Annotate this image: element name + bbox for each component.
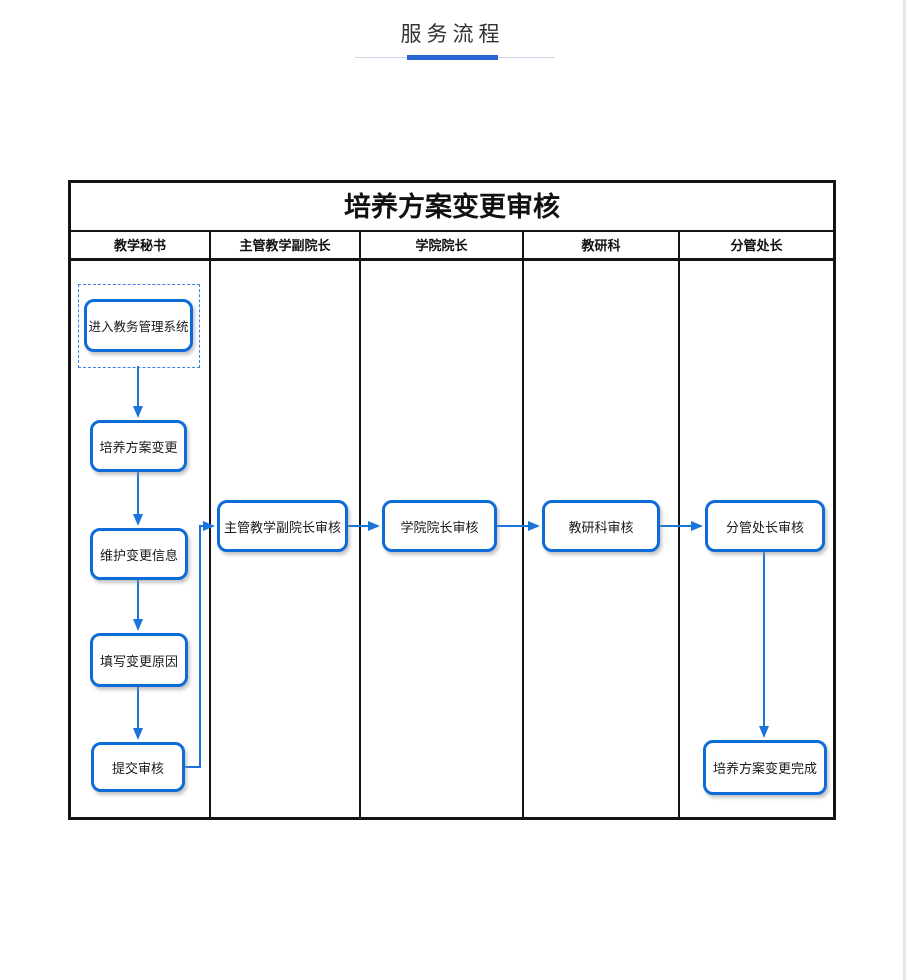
flowchart-pool: 培养方案变更审核 教学秘书 主管教学副院长 学院院长 教研科 分管处长 [68,180,836,820]
lane-header-division-chief: 分管处长 [730,238,783,253]
flow-node-chief-review: 分管处长审核 [705,500,825,552]
flow-node-enter-system: 进入教务管理系统 [84,299,193,352]
node-selection-outline [78,284,200,368]
lane-divider [359,232,361,817]
flow-node-dean-review: 学院院长审核 [382,500,497,552]
content-right-border [903,0,906,980]
title-underline-accent [407,55,498,60]
flowchart-title: 培养方案变更审核 [71,183,833,232]
lane-header-research-section: 教研科 [581,238,621,253]
flow-node-change-complete: 培养方案变更完成 [703,740,827,795]
lane-divider [678,232,680,817]
page-header: 服务流程 [0,0,905,48]
flow-node-maintain-info: 维护变更信息 [90,528,188,580]
page-title: 服务流程 [400,23,505,46]
lane-header-vice-dean: 主管教学副院长 [239,238,331,253]
flow-node-vice-dean-review: 主管教学副院长审核 [217,500,348,552]
flow-node-fill-reason: 填写变更原因 [90,633,188,687]
lane-header-divider [71,258,833,261]
flow-node-submit-review: 提交审核 [91,742,185,792]
flow-node-research-review: 教研科审核 [542,500,660,552]
lane-header-teaching-secretary: 教学秘书 [113,238,166,253]
edge-submit-to-vice-dean [185,521,215,768]
flow-node-program-change: 培养方案变更 [90,420,187,472]
lane-header-college-dean: 学院院长 [415,238,468,253]
flow-arrows [133,366,769,768]
lane-divider [522,232,524,817]
